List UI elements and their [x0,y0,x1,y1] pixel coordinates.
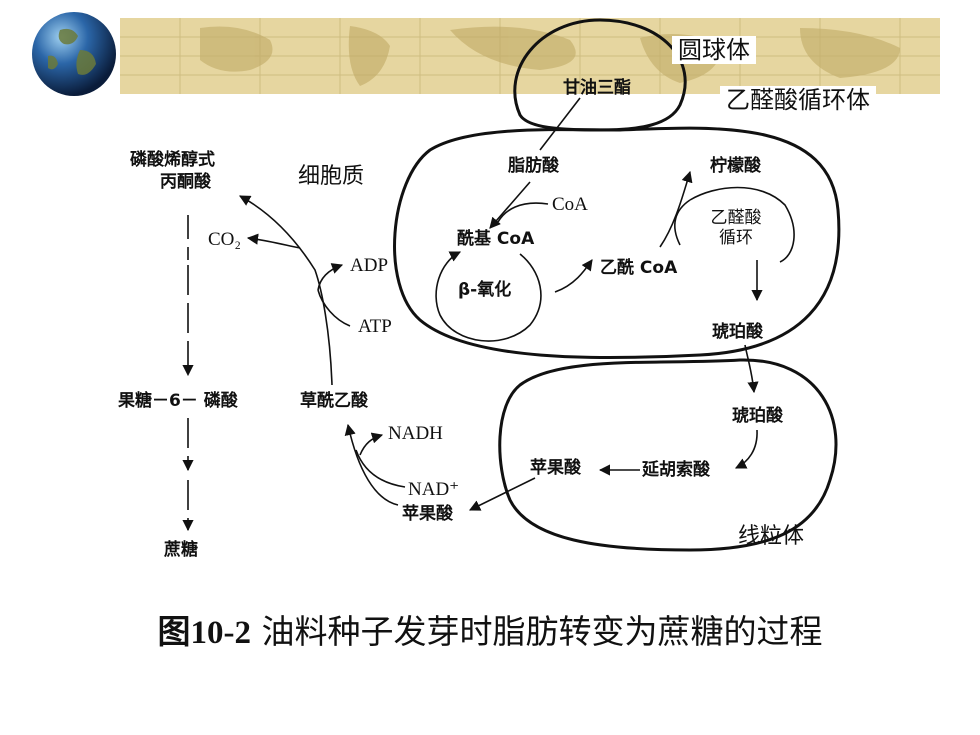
mitochondrion-membrane [498,358,838,552]
compound-adp: ADP [350,255,389,276]
label-glyoxysome: 乙醛酸循环体 [720,86,876,114]
compound-oxaloacetate: 草酰乙酸 [300,391,368,411]
caption-text: 油料种子发芽时脂肪转变为蔗糖的过程 [251,612,823,651]
compound-citrate: 柠檬酸 [710,156,761,176]
label-spherosome: 圆球体 [672,36,756,64]
label-mitochondrion: 线粒体 [738,524,805,549]
compound-fumarate: 延胡索酸 [642,460,710,480]
compound-fatty-acid: 脂肪酸 [508,156,559,176]
spherosome-membrane [513,18,687,132]
label-beta-oxidation: β-氧化 [458,280,512,300]
figure-caption: 图10-2 油料种子发芽时脂肪转变为蔗糖的过程 [0,605,980,653]
compound-acyl-coa: 酰基 CoA [457,229,535,249]
compound-sucrose: 蔗糖 [164,540,198,560]
label-cytoplasm: 细胞质 [298,164,365,189]
compound-malate-mitochondrion: 苹果酸 [530,458,581,478]
compound-nad: NAD⁺ [408,479,460,500]
compound-succinate-glyoxysome: 琥珀酸 [712,322,763,342]
label-glyoxylate-cycle: 乙醛酸循环 [710,208,762,249]
glyoxysome-membrane [393,126,841,360]
compound-pep-line2: 丙酮酸 [160,172,211,192]
compound-acetyl-coa: 乙酰 CoA [600,258,678,278]
globe-icon [32,12,116,96]
header-map-band [120,18,940,94]
caption-number: 图10-2 [157,615,252,651]
compound-pep-line1: 磷酸烯醇式 [130,150,215,170]
compound-fructose-6-phosphate: 果糖－6－ 磷酸 [118,391,238,411]
compound-co2: CO₂ [208,229,242,250]
compound-coa: CoA [552,194,588,215]
compound-atp: ATP [358,316,392,337]
compound-malate-cytoplasm: 苹果酸 [402,504,453,524]
compound-nadh: NADH [388,423,443,444]
compound-succinate-mitochondrion: 琥珀酸 [732,406,783,426]
compound-triglyceride: 甘油三酯 [563,78,631,98]
